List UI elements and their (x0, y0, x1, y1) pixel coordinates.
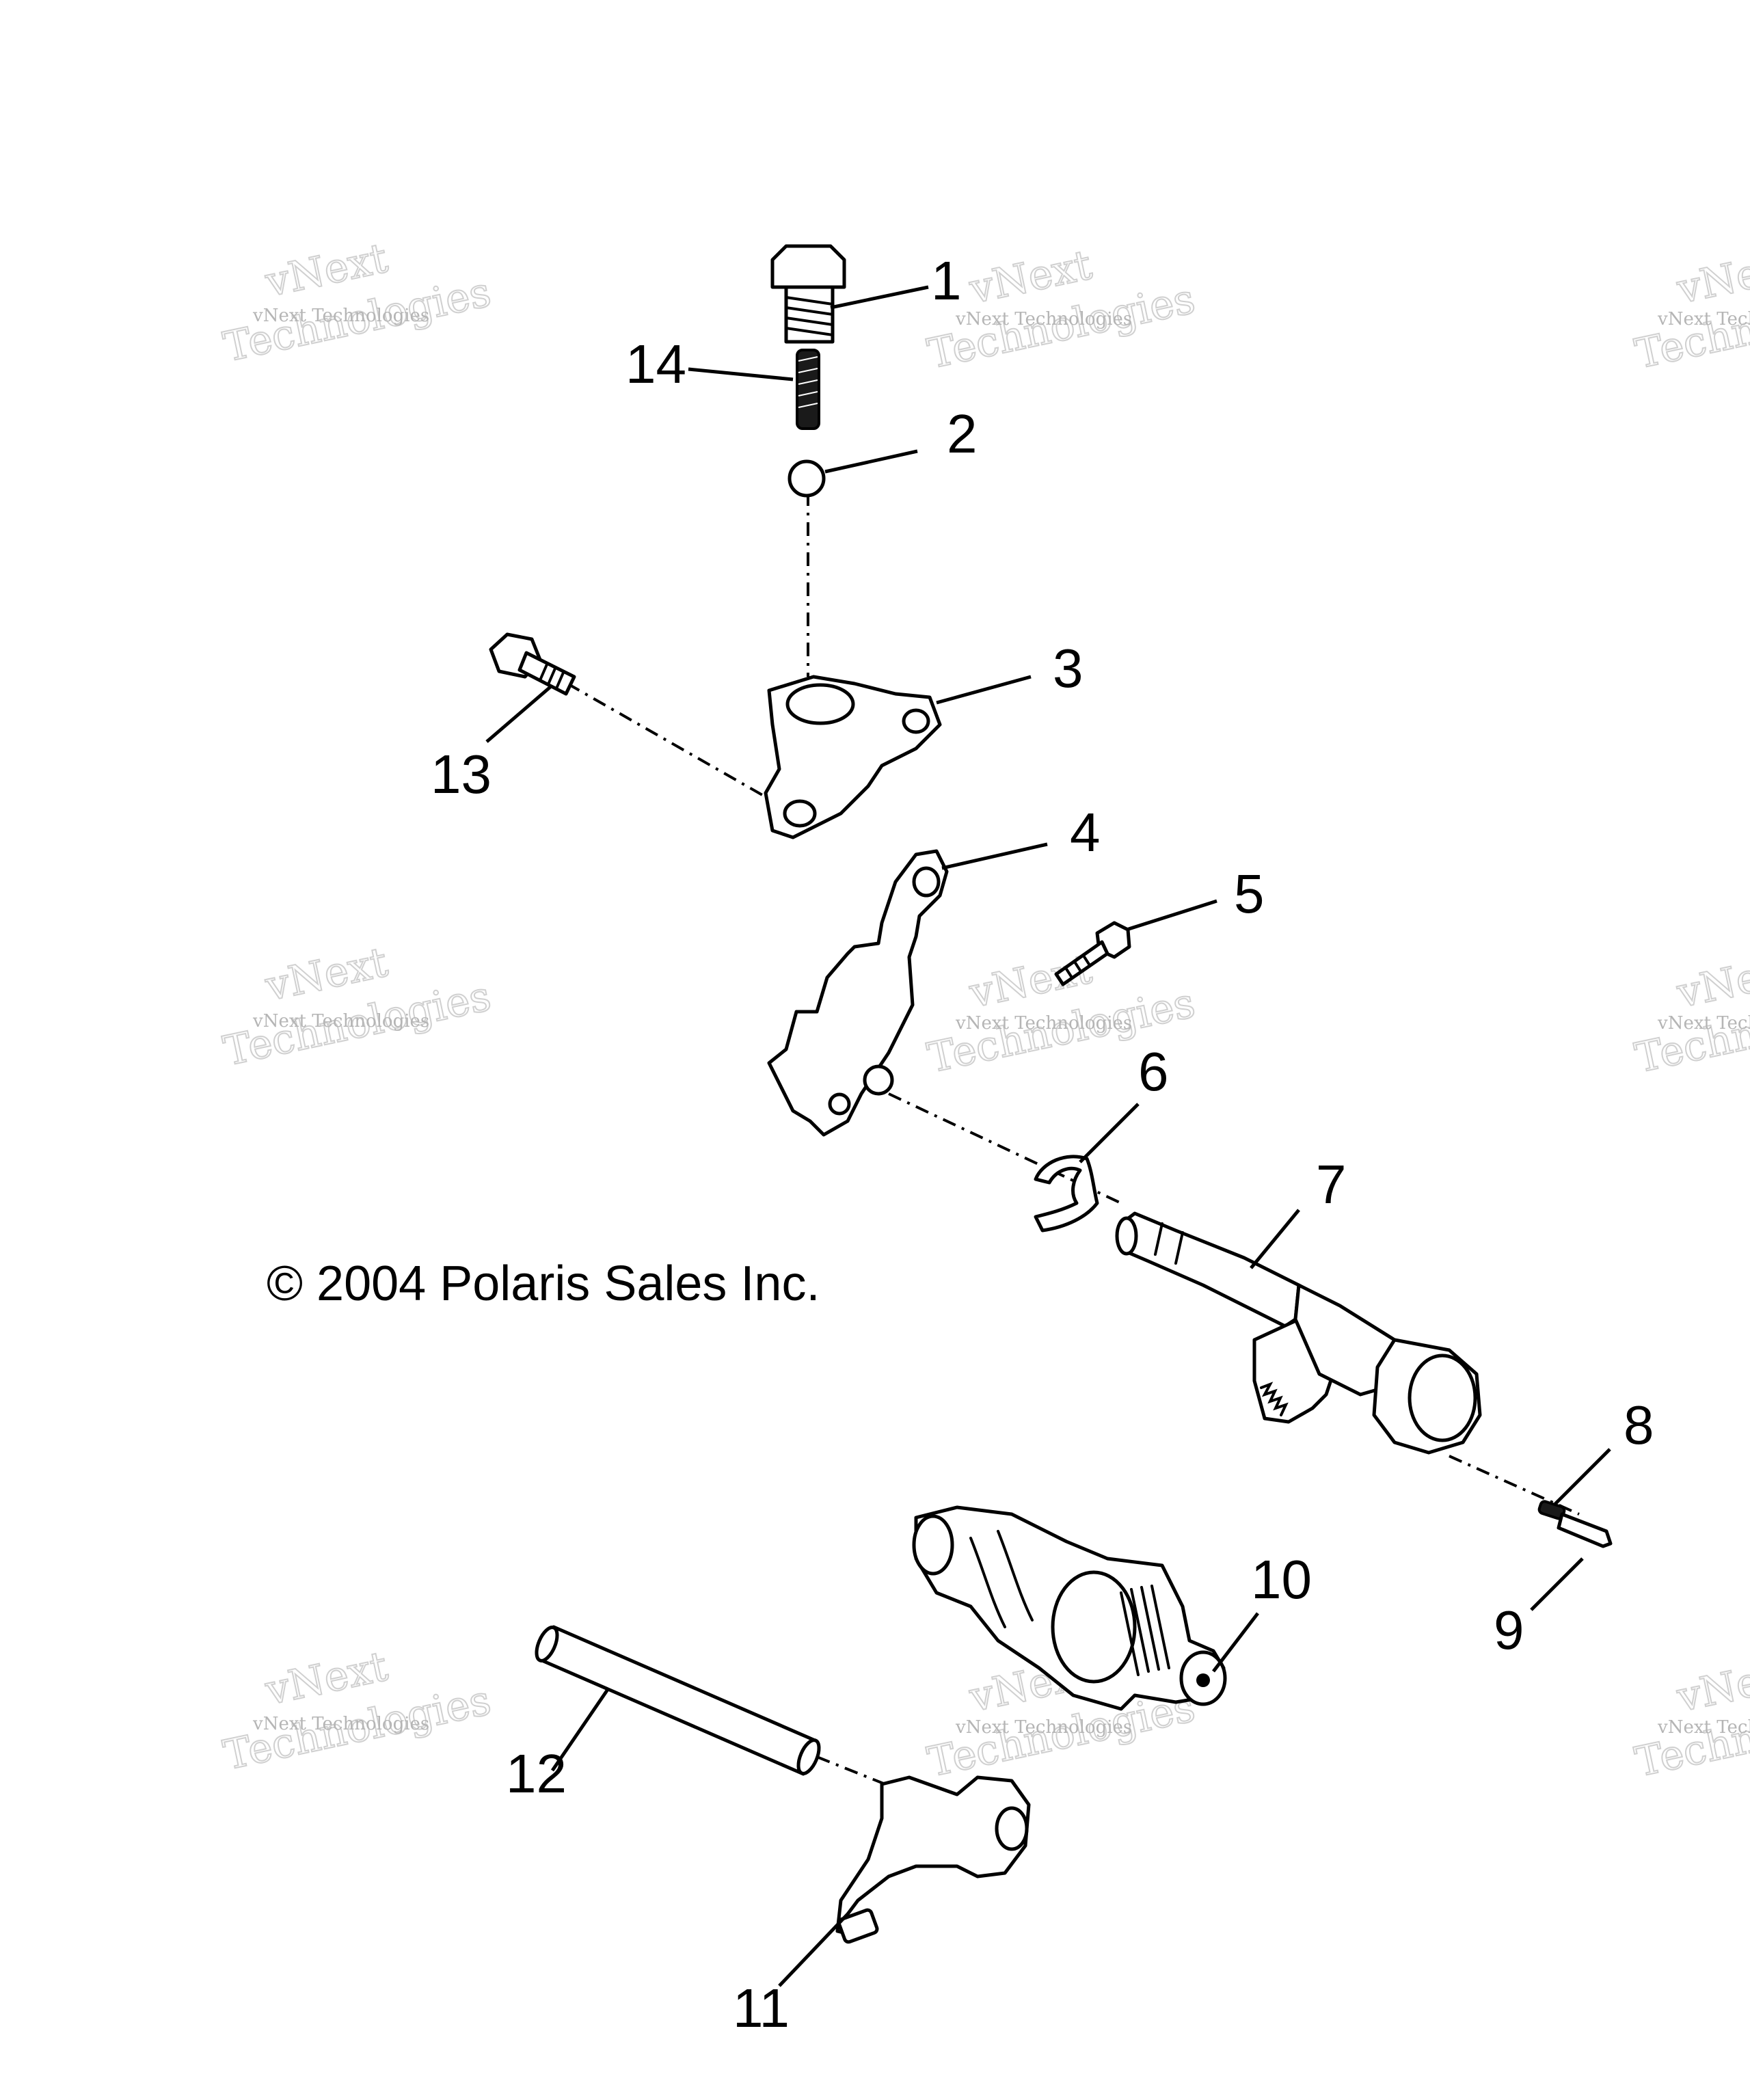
callout-5: 5 (1234, 863, 1265, 924)
watermark-small-text: vNext Technologies (252, 1714, 429, 1734)
watermark-mid-left: vNext Technologies (219, 938, 496, 1077)
watermark-small-text: vNext Technologies (955, 309, 1132, 329)
watermark-large-top: vNext (1673, 241, 1750, 314)
watermark-large-top: vNext (1673, 945, 1750, 1018)
bracket-bore (785, 683, 855, 725)
spring-body (796, 349, 820, 430)
leader-3 (936, 675, 1032, 705)
callout-6: 6 (1138, 1041, 1169, 1102)
callout-4: 4 (1070, 802, 1101, 863)
plug-head (770, 244, 846, 289)
fork-body (835, 1775, 1031, 1937)
callout-3: 3 (1053, 638, 1083, 699)
leader-5 (1126, 899, 1217, 932)
leader-14 (688, 367, 794, 381)
watermark-top-right: vNext Technologies (1630, 241, 1750, 379)
fork-bore (995, 1806, 1029, 1851)
watermark-small-text: vNext Technologies (955, 1717, 1132, 1738)
bracket-hole-left (783, 799, 817, 828)
part-4-shift-arm (767, 849, 949, 1137)
part-1-threaded-plug (770, 244, 846, 344)
bracket-hole-right (902, 708, 930, 734)
spring-coils (798, 356, 818, 408)
part-11-shift-fork (835, 1775, 1031, 1944)
watermark-mid-right: vNext Technologies (1630, 945, 1750, 1083)
drum-cam-grooves (969, 1530, 1034, 1628)
shaft-end (1115, 1216, 1138, 1256)
watermark-small-text: vNext Technologies (252, 306, 429, 326)
shaft-body (1119, 1211, 1301, 1328)
rod-end-right (796, 1738, 821, 1775)
part-12-shift-rod (535, 1625, 821, 1776)
axis-shaft-to-pin (1449, 1455, 1580, 1516)
callout-1: 1 (931, 250, 962, 311)
part-9-pin (1557, 1512, 1613, 1548)
rod-end-left (535, 1626, 559, 1662)
part-6-e-clip (1034, 1155, 1099, 1233)
leader-1 (830, 285, 929, 310)
copyright-notice: © 2004 Polaris Sales Inc. (267, 1256, 820, 1311)
fork-tip (837, 1908, 879, 1944)
drum-cylinder (1051, 1570, 1137, 1684)
part-3-detent-bracket (764, 675, 942, 839)
part-7-shift-shaft (1115, 1211, 1482, 1455)
arm-pin-hole (828, 1092, 851, 1116)
callout-13: 13 (431, 744, 492, 805)
part-5-bolt (1054, 921, 1131, 986)
sector-gear-teeth (1260, 1382, 1289, 1416)
callout-7: 7 (1316, 1154, 1347, 1215)
leader-8 (1554, 1448, 1611, 1505)
callout-14: 14 (625, 334, 686, 394)
callout-9: 9 (1494, 1600, 1524, 1660)
drum-spring-coils (1120, 1585, 1170, 1676)
leader-lines (485, 285, 1611, 1987)
drum-center-hole (1196, 1673, 1210, 1687)
callout-8: 8 (1624, 1395, 1654, 1455)
rod-body (541, 1625, 816, 1776)
leader-7 (1250, 1209, 1300, 1269)
bolt-shank (517, 651, 576, 696)
bolt-threads (539, 663, 565, 690)
part-13-bolt (489, 632, 576, 696)
arm-top-hole (912, 866, 941, 898)
watermark-top-left: vNext Technologies (219, 234, 496, 373)
callout-12: 12 (506, 1743, 567, 1804)
leader-2 (824, 449, 918, 474)
plug-threads (785, 296, 834, 336)
leader-6 (1079, 1103, 1140, 1163)
callout-11: 11 (733, 1978, 790, 2038)
leader-4 (941, 842, 1048, 870)
watermark-small-text: vNext Technologies (1657, 1717, 1750, 1738)
plug-body (784, 285, 835, 344)
arm-pivot-boss (863, 1064, 894, 1096)
axis-bolt-to-bracket (567, 682, 783, 808)
callout-2: 2 (947, 403, 978, 464)
arm-body (767, 849, 949, 1137)
leader-13 (485, 686, 552, 743)
watermark-bottom-right: vNext Technologies (1630, 1649, 1750, 1788)
leader-9 (1530, 1557, 1584, 1611)
callout-labels: 1 2 3 4 5 6 7 8 9 10 11 12 13 14 (431, 250, 1654, 2038)
shaft-drum-face (1408, 1354, 1477, 1442)
leader-12 (550, 1687, 610, 1772)
part-14-spring (796, 349, 820, 430)
part-10-shift-drum (912, 1505, 1227, 1711)
watermark-small-text: vNext Technologies (1657, 1013, 1750, 1034)
leader-11 (778, 1913, 849, 1987)
leader-10 (1212, 1612, 1259, 1673)
drum-left-end (912, 1514, 954, 1576)
watermark-small-text: vNext Technologies (252, 1011, 429, 1032)
watermark-large-top: vNext (1673, 1650, 1750, 1722)
part-2-ball (788, 459, 826, 498)
watermark-small-text: vNext Technologies (1657, 309, 1750, 329)
bolt5-threads (1064, 954, 1091, 979)
shaft-grooves (1154, 1222, 1184, 1265)
watermark-bottom-left: vNext Technologies (219, 1642, 496, 1781)
watermark-small-text: vNext Technologies (955, 1013, 1132, 1034)
callout-10: 10 (1251, 1549, 1312, 1610)
